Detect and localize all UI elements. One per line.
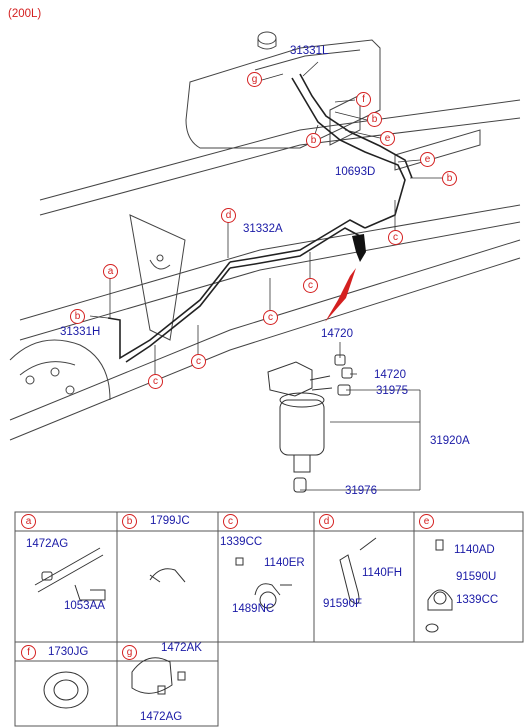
frame-rail-upper bbox=[39, 99, 521, 201]
label-31331H: 31331H bbox=[60, 326, 101, 338]
clip-a-sketch bbox=[34, 547, 104, 593]
callout-b: b bbox=[70, 309, 85, 324]
fuel-line-31332A bbox=[229, 219, 366, 263]
variant-label: (200L) bbox=[8, 8, 42, 20]
part-91590U: 91590U bbox=[456, 571, 497, 583]
callout-c: c bbox=[388, 230, 403, 245]
cap-g-sketch bbox=[131, 657, 173, 694]
callout-b: b bbox=[367, 112, 382, 127]
callout-e: e bbox=[420, 152, 435, 167]
label-31332A: 31332A bbox=[243, 223, 283, 235]
grommet-f-sketch bbox=[43, 671, 89, 709]
clip-e-sketch bbox=[427, 589, 453, 611]
part-1472AK: 1472AK bbox=[161, 642, 202, 654]
fuel-filter-bracket bbox=[267, 361, 313, 397]
callout-b: b bbox=[442, 171, 457, 186]
fuel-tank bbox=[185, 39, 381, 149]
clip-d-sketch bbox=[339, 554, 360, 605]
table-key-g: g bbox=[122, 645, 137, 660]
callout-c: c bbox=[191, 354, 206, 369]
tie-b-sketch bbox=[149, 568, 186, 583]
callout-c: c bbox=[148, 374, 163, 389]
part-1140ER: 1140ER bbox=[264, 557, 305, 569]
filler-cap bbox=[257, 31, 277, 45]
table-key-e: e bbox=[419, 514, 434, 529]
callout-a: a bbox=[103, 264, 118, 279]
part-1730JG: 1730JG bbox=[48, 646, 89, 658]
part-1053AA: 1053AA bbox=[64, 600, 105, 612]
label-31975: 31975 bbox=[376, 385, 408, 397]
part-1472AG-g: 1472AG bbox=[140, 711, 183, 723]
fuel-line-31331L bbox=[291, 77, 406, 229]
callout-f: f bbox=[356, 92, 371, 107]
label-14720-side: 14720 bbox=[374, 369, 406, 381]
frame-rail-lower bbox=[19, 204, 521, 321]
part-1140AD: 1140AD bbox=[454, 544, 495, 556]
fuel-filter-body bbox=[279, 399, 325, 456]
callout-e: e bbox=[380, 131, 395, 146]
callout-d: d bbox=[221, 208, 236, 223]
table-key-b: b bbox=[122, 514, 137, 529]
part-91590F: 91590F bbox=[323, 598, 363, 610]
callout-b: b bbox=[306, 133, 321, 148]
quick-connector bbox=[352, 234, 366, 262]
callout-c: c bbox=[303, 278, 318, 293]
part-1799JC: 1799JC bbox=[150, 515, 190, 527]
part-1472AG: 1472AG bbox=[26, 538, 69, 550]
fuel-line-31331H bbox=[107, 261, 231, 360]
part-1140FH: 1140FH bbox=[362, 567, 403, 579]
part-1489NC: 1489NC bbox=[232, 603, 275, 615]
label-31976: 31976 bbox=[345, 485, 377, 497]
label-31920A: 31920A bbox=[430, 435, 470, 447]
pointer-arrow bbox=[325, 268, 356, 322]
label-14720-top: 14720 bbox=[321, 328, 353, 340]
table-key-a: a bbox=[21, 514, 36, 529]
part-1339CC: 1339CC bbox=[220, 536, 263, 548]
label-10693D: 10693D bbox=[335, 166, 376, 178]
table-key-c: c bbox=[223, 514, 238, 529]
table-key-f: f bbox=[21, 645, 36, 660]
callout-c: c bbox=[263, 310, 278, 325]
part-1339CC-e: 1339CC bbox=[456, 594, 499, 606]
callout-g: g bbox=[247, 72, 262, 87]
table-key-d: d bbox=[319, 514, 334, 529]
clip-c-sketch bbox=[254, 583, 281, 596]
label-31331L: 31331L bbox=[290, 45, 329, 57]
